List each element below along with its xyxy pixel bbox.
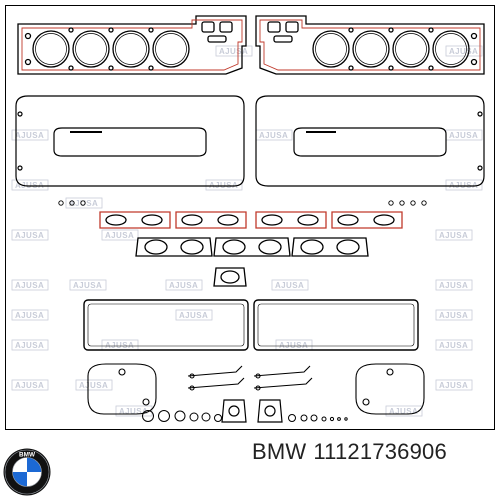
watermark-stamp: AJUSA [435,379,473,391]
svg-text:AJUSA: AJUSA [105,231,134,240]
watermark-stamp: AJUSA [435,229,473,241]
watermark-stamp: AJUSA [445,129,483,141]
svg-text:AJUSA: AJUSA [279,341,308,350]
exhaust-gasket-4 [213,267,247,287]
manifold-gasket-pair-2 [175,211,247,229]
svg-text:AJUSA: AJUSA [439,311,468,320]
manifold-gasket-pair-4 [331,211,403,229]
oil-line-gaskets [187,365,313,391]
watermark-stamp: AJUSA [271,279,309,291]
o-ring-set [142,410,348,422]
svg-text:AJUSA: AJUSA [79,381,108,390]
watermark-stamp: AJUSA [175,309,213,321]
cylinder-head-gasket-right [255,15,485,75]
svg-text:AJUSA: AJUSA [275,281,304,290]
watermark-stamp: AJUSA [435,279,473,291]
cam-cover-seal-right [253,299,419,351]
svg-text:AJUSA: AJUSA [15,281,44,290]
watermark-stamp: AJUSA [115,405,153,417]
watermark-stamp: AJUSA [11,129,49,141]
svg-text:AJUSA: AJUSA [439,281,468,290]
watermark-stamp: AJUSA [445,45,483,57]
svg-text:AJUSA: AJUSA [389,407,418,416]
watermark-stamp: AJUSA [205,179,243,191]
watermark-stamp: AJUSA [165,279,203,291]
svg-text:AJUSA: AJUSA [15,231,44,240]
watermark-stamp: AJUSA [445,179,483,191]
watermark-stamp: AJUSA [65,197,103,209]
watermark-stamp: AJUSA [11,229,49,241]
gasket-set-diagram: AJUSA AJUSA AJUSA AJUSA AJUSA AJUSA AJUS… [11,15,485,423]
watermark-stamp: AJUSA [255,129,293,141]
watermark-stamp: AJUSA [385,405,423,417]
watermark-layer: AJUSA AJUSA AJUSA AJUSA AJUSA AJUSA AJUS… [11,45,483,417]
brand-name: BMW [252,439,307,464]
svg-text:AJUSA: AJUSA [15,381,44,390]
watermark-stamp: AJUSA [11,309,49,321]
svg-text:AJUSA: AJUSA [119,407,148,416]
water-outlet-gaskets [221,399,283,423]
cylinder-head-gasket-left [17,15,247,75]
watermark-stamp: AJUSA [215,45,253,57]
manifold-gasket-pair-3 [255,211,327,229]
svg-text:AJUSA: AJUSA [15,311,44,320]
svg-text:AJUSA: AJUSA [259,131,288,140]
watermark-stamp: AJUSA [11,279,49,291]
svg-text:AJUSA: AJUSA [219,47,248,56]
watermark-stamp: AJUSA [275,339,313,351]
svg-text:AJUSA: AJUSA [439,341,468,350]
exhaust-gasket-2 [213,237,291,257]
svg-text:AJUSA: AJUSA [15,131,44,140]
svg-text:AJUSA: AJUSA [449,131,478,140]
watermark-stamp: AJUSA [101,339,139,351]
svg-text:AJUSA: AJUSA [169,281,198,290]
svg-text:AJUSA: AJUSA [179,311,208,320]
watermark-stamp: AJUSA [69,279,107,291]
bmw-logo: BMW [3,448,51,496]
valve-cover-gasket-left [15,95,245,187]
exhaust-gasket-1 [135,237,213,257]
svg-text:AJUSA: AJUSA [439,231,468,240]
svg-text:AJUSA: AJUSA [15,341,44,350]
watermark-stamp: AJUSA [11,339,49,351]
exhaust-gasket-3 [291,237,369,257]
svg-text:AJUSA: AJUSA [69,199,98,208]
watermark-stamp: AJUSA [75,379,113,391]
watermark-stamp: AJUSA [435,339,473,351]
watermark-stamp: AJUSA [101,229,139,241]
watermark-stamp: AJUSA [435,309,473,321]
seal-ring-row [58,200,427,206]
gasket-set-diagram-frame: AJUSA AJUSA AJUSA AJUSA AJUSA AJUSA AJUS… [5,5,495,430]
cam-cover-seal-left [83,299,249,351]
svg-text:AJUSA: AJUSA [105,341,134,350]
timing-cover-gasket-right [355,363,425,415]
svg-text:AJUSA: AJUSA [73,281,102,290]
timing-cover-gasket-left [87,363,157,415]
svg-text:AJUSA: AJUSA [449,47,478,56]
part-number: 11121736906 [313,439,447,464]
bmw-logo-letters: BMW [19,452,36,459]
svg-text:AJUSA: AJUSA [439,381,468,390]
watermark-stamp: AJUSA [11,379,49,391]
valve-cover-gasket-right [255,95,485,187]
manifold-gasket-pair-1 [99,211,171,229]
